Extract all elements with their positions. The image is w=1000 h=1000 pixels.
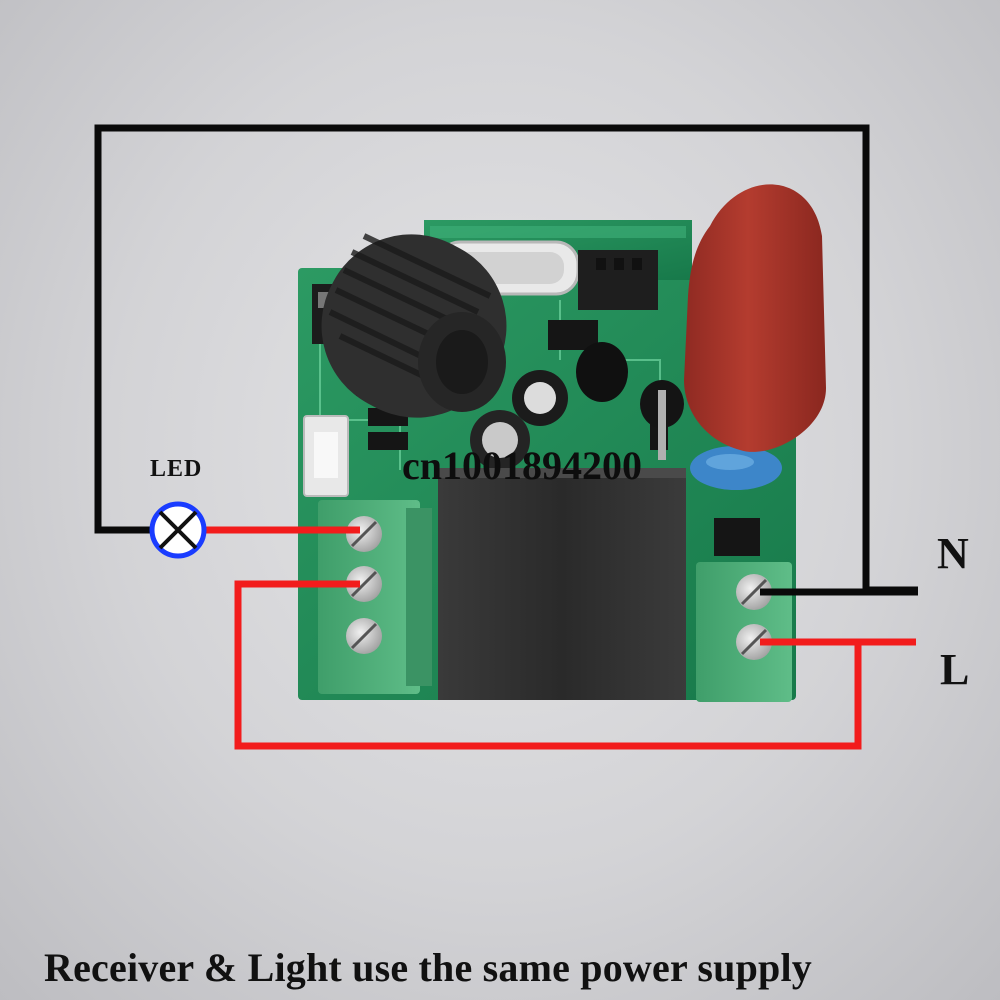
antenna-coil xyxy=(321,233,507,418)
live-wire-loop xyxy=(234,580,862,750)
terminal-block-left xyxy=(318,500,432,694)
lamp-x-symbol-icon xyxy=(149,501,207,559)
neutral-label: N xyxy=(937,529,969,578)
watermark-text: cn1001894200 xyxy=(402,443,642,488)
caption: Receiver & Light use the same power supp… xyxy=(44,945,812,990)
transistor xyxy=(576,342,628,402)
relay xyxy=(438,468,686,700)
electrolytic-capacitor-1-top xyxy=(524,382,556,414)
film-capacitor-lead xyxy=(658,390,666,460)
live-label: L xyxy=(940,645,970,694)
ceramic-capacitor-highlight xyxy=(706,454,754,470)
pin-header xyxy=(596,258,642,270)
electrolytic-capacitor-2-top xyxy=(482,422,518,458)
pcb-top-strip xyxy=(430,226,686,238)
terminal-block-right xyxy=(696,562,792,702)
led-label: LED xyxy=(150,456,203,482)
receiver-board xyxy=(298,184,826,702)
bridge-rectifier xyxy=(714,518,760,556)
learn-button-cap xyxy=(314,432,338,478)
relay-top-edge xyxy=(438,468,686,478)
film-capacitor xyxy=(684,184,826,452)
